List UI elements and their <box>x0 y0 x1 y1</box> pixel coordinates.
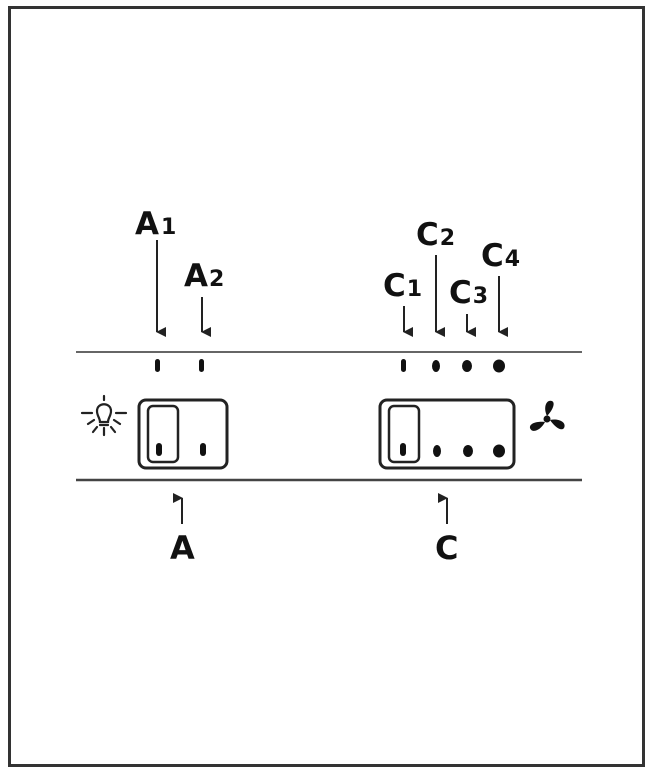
fan-switch-c[interactable] <box>378 398 516 470</box>
switch-c-button-c1[interactable] <box>387 404 421 464</box>
indicator-leds-a <box>155 359 204 372</box>
switch-c-dot-3 <box>463 445 473 457</box>
switch-c-dot-2 <box>433 445 441 457</box>
light-bulb-icon <box>80 394 128 437</box>
switch-c-body[interactable] <box>378 398 516 470</box>
diagram-frame <box>8 6 645 767</box>
switch-a-dot-2 <box>200 443 206 456</box>
switch-c-dot-1 <box>400 443 406 456</box>
led-c1 <box>401 359 406 372</box>
label-c4: C4 <box>481 238 520 274</box>
switch-c-dot-4 <box>493 444 505 458</box>
label-a: A <box>170 529 195 567</box>
light-switch-a[interactable] <box>137 398 229 470</box>
led-c3 <box>462 360 472 372</box>
label-c3: C3 <box>449 275 488 311</box>
led-a2 <box>199 359 204 372</box>
led-c4 <box>493 359 505 373</box>
led-a1 <box>155 359 160 372</box>
label-c: C <box>435 529 458 567</box>
label-a2: A2 <box>184 258 224 294</box>
switch-a-body[interactable] <box>137 398 229 470</box>
switch-a-button-a1[interactable] <box>146 404 180 464</box>
led-c2 <box>432 360 440 372</box>
switch-a-dot-1 <box>156 443 162 456</box>
fan-icon <box>529 400 565 431</box>
label-a1: A1 <box>135 206 176 242</box>
label-c1: C1 <box>383 268 422 304</box>
label-c2: C2 <box>416 217 455 253</box>
indicator-leds-c <box>401 359 505 373</box>
